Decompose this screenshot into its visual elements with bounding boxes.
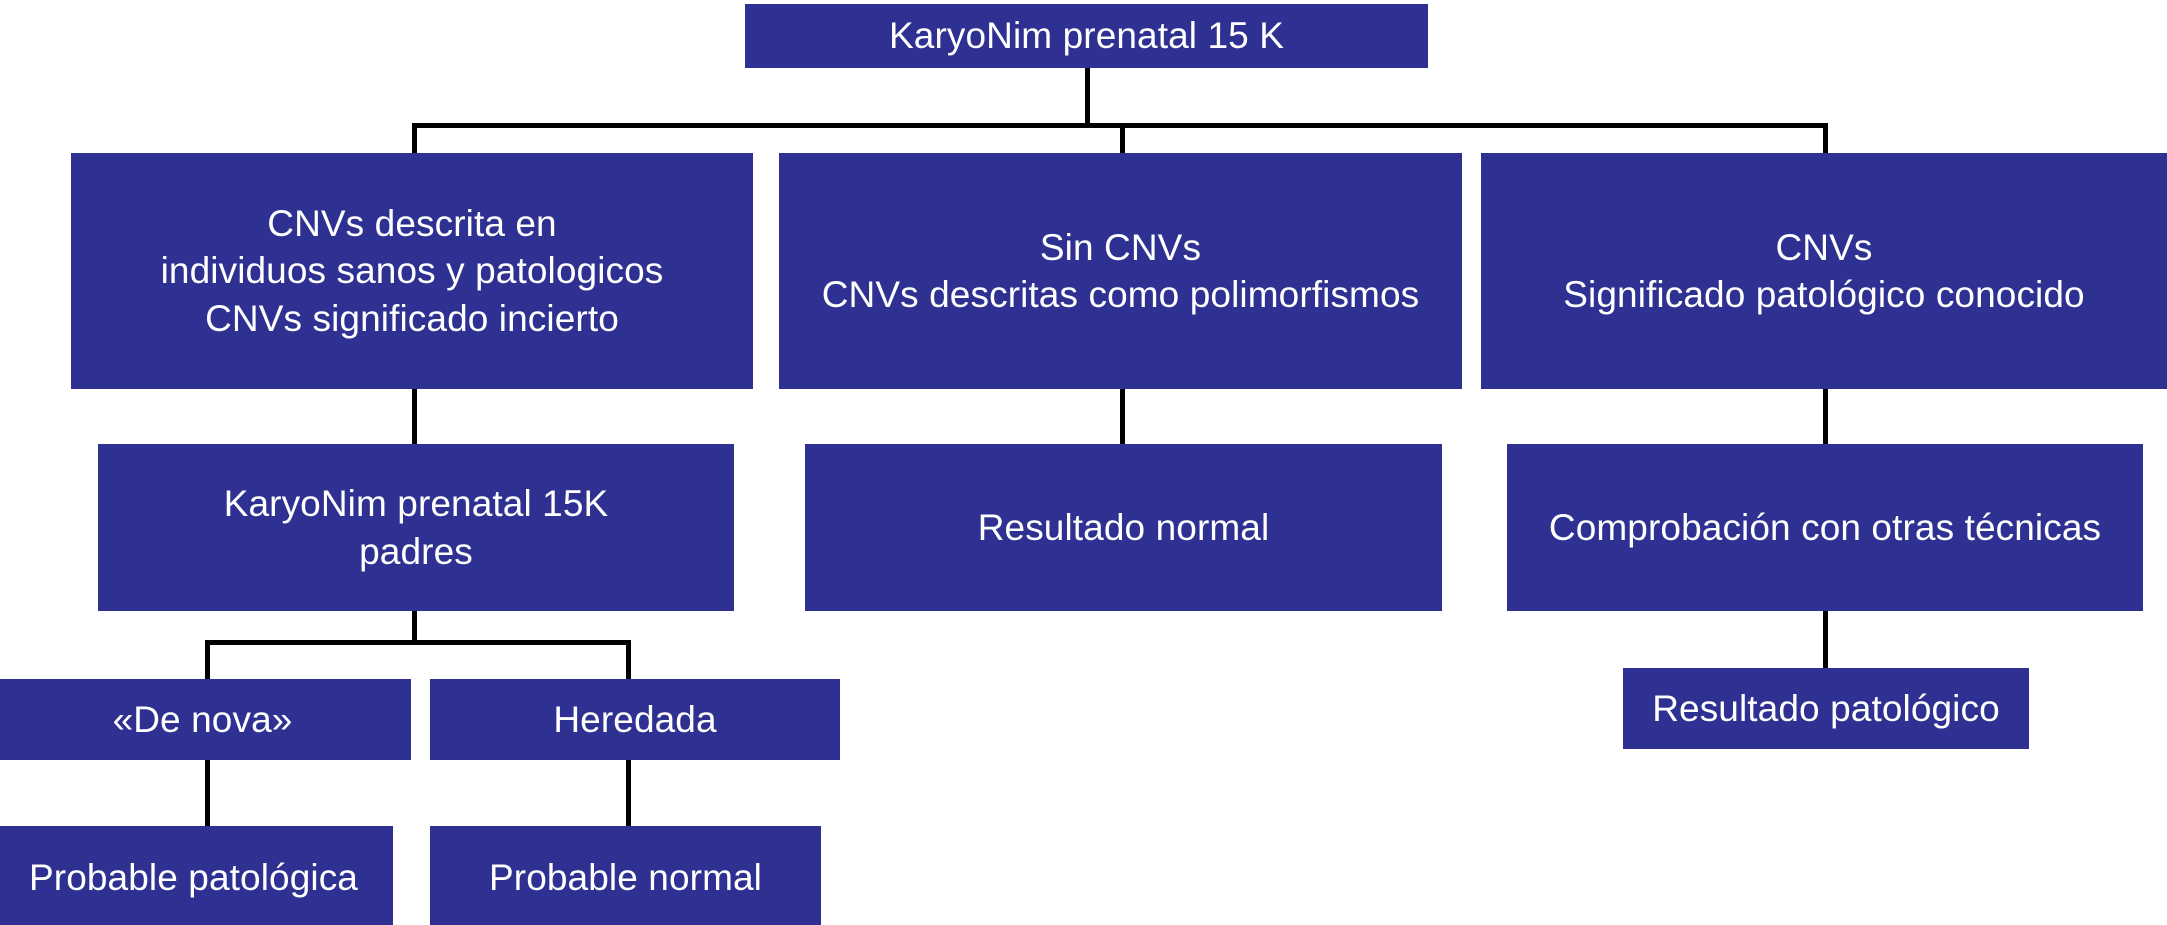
connector-parents-stem <box>412 611 417 643</box>
node-cnvs-uncertain[interactable]: CNVs descrita en individuos sanos y pato… <box>71 153 753 389</box>
node-inherited[interactable]: Heredada <box>430 679 840 760</box>
node-de-novo[interactable]: «De nova» <box>0 679 411 760</box>
connector-none-to-normal <box>1120 389 1125 445</box>
connector-root-to-none <box>1120 123 1125 154</box>
node-parents-test[interactable]: KaryoNim prenatal 15K padres <box>98 444 734 611</box>
connector-root-stem <box>1085 68 1090 125</box>
connector-denovo-to-probable-pathological <box>205 760 210 826</box>
node-probable-normal[interactable]: Probable normal <box>430 826 821 925</box>
node-normal-result[interactable]: Resultado normal <box>805 444 1442 611</box>
connector-root-to-uncertain <box>412 123 417 154</box>
connector-parents-trunk <box>205 640 631 645</box>
node-root[interactable]: KaryoNim prenatal 15 K <box>745 4 1428 68</box>
node-probable-pathological[interactable]: Probable patológica <box>0 826 393 925</box>
connector-parents-to-denovo <box>205 640 210 680</box>
node-pathological-result[interactable]: Resultado patológico <box>1623 668 2029 749</box>
connector-parents-to-inherited <box>626 640 631 680</box>
connector-verification-to-result <box>1823 611 1828 668</box>
node-verification[interactable]: Comprobación con otras técnicas <box>1507 444 2143 611</box>
node-sin-cnvs[interactable]: Sin CNVs CNVs descritas como polimorfism… <box>779 153 1462 389</box>
connector-pathological-to-verification <box>1823 389 1828 445</box>
connector-uncertain-to-parents <box>412 389 417 445</box>
connector-root-to-pathological <box>1823 123 1828 154</box>
node-cnvs-pathological[interactable]: CNVs Significado patológico conocido <box>1481 153 2167 389</box>
connector-inherited-to-probable-normal <box>626 760 631 826</box>
